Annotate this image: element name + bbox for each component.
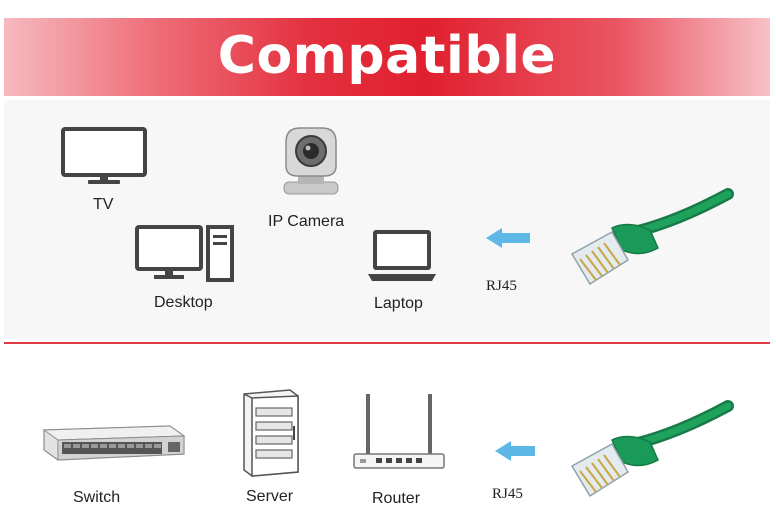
rj45-label-1: RJ45	[486, 278, 517, 294]
rj45-cable-icon	[570, 400, 734, 498]
rj45-label-2: RJ45	[492, 486, 523, 502]
rj45-cable-icon	[570, 188, 734, 286]
arrow-left-icon	[495, 441, 535, 461]
switch-label: Switch	[73, 489, 121, 506]
section-divider	[4, 342, 770, 344]
router-icon	[353, 394, 445, 469]
server-label: Server	[246, 488, 294, 505]
compatible-banner: Compatible	[4, 18, 770, 96]
desktop-icon	[135, 225, 234, 282]
server-rack-icon	[243, 389, 299, 477]
network-switch-icon	[42, 425, 186, 461]
ip-camera-icon	[283, 127, 339, 195]
laptop-icon	[368, 230, 436, 281]
laptop-label: Laptop	[374, 295, 423, 312]
tv-label: TV	[93, 196, 114, 213]
ip-camera-label: IP Camera	[268, 213, 345, 230]
tv-icon	[61, 127, 147, 184]
router-label: Router	[372, 490, 421, 507]
arrow-left-icon	[486, 228, 530, 248]
banner-title: Compatible	[217, 26, 557, 86]
desktop-label: Desktop	[154, 294, 213, 311]
